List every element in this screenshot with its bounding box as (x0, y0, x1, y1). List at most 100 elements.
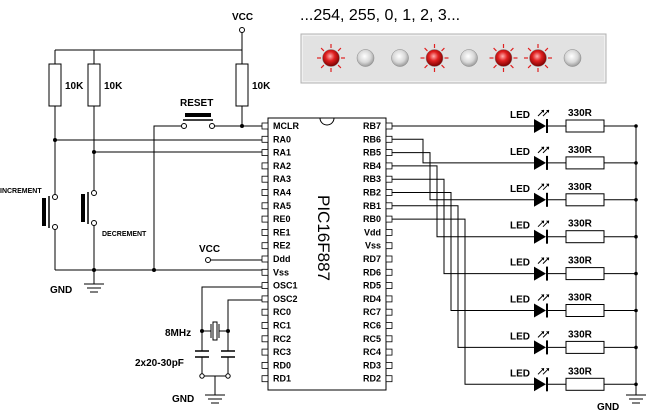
resistor-3-value: 10K (252, 81, 271, 92)
portb-led-channel: LED 330R (392, 165, 638, 244)
chip-pin-right: RC4 (363, 347, 393, 357)
chip-pin-right: RC5 (363, 334, 393, 344)
chip-pin-label: RB6 (363, 134, 381, 144)
chip-pin-label: RB4 (363, 161, 381, 171)
led-resistor-label: 330R (568, 182, 593, 193)
chip-pin-right: RD4 (363, 294, 393, 304)
chip-pin-right: RD7 (363, 254, 393, 264)
chip-pin-left: RD1 (261, 374, 291, 384)
chip-pin-label: RD7 (363, 254, 381, 264)
chip-pin-label: RC2 (273, 334, 291, 344)
gnd-right-label: GND (597, 402, 619, 410)
led-label: LED (510, 221, 530, 232)
chip-pin-right: RB7 (363, 121, 393, 131)
led-diode-symbol (534, 146, 550, 170)
chip-pin-label: RD6 (363, 267, 381, 277)
chip-pin-label: MCLR (273, 121, 299, 131)
cap-node-right (225, 373, 231, 379)
display-led-on (524, 44, 552, 72)
chip-pin-left: Ddd (261, 254, 291, 264)
led-label: LED (510, 331, 530, 342)
chip-pin-left: RC2 (261, 334, 291, 344)
led-display-panel (300, 33, 607, 84)
led-label: LED (510, 368, 530, 379)
led-diode-symbol (534, 109, 550, 133)
chip-pin-left: RD0 (261, 360, 291, 370)
vcc-mid-label: VCC (199, 244, 220, 255)
chip-pin-label: RA3 (273, 174, 291, 184)
chip-pin-label: RC3 (273, 347, 291, 357)
led-label: LED (510, 147, 530, 158)
vcc-top-label: VCC (232, 12, 253, 23)
chip-pin-label: RA2 (273, 161, 291, 171)
led-resistor-label: 330R (568, 293, 593, 304)
resistor-decrement-pullup (87, 63, 101, 107)
chip-pin-label: RA0 (273, 134, 291, 144)
gnd-left-label: GND (50, 285, 72, 296)
chip-pin-label: RC1 (273, 321, 291, 331)
portb-led-channel: LED 330R (392, 218, 638, 392)
chip-pin-left: OSC2 (261, 294, 298, 304)
gnd-bottom-symbol (205, 394, 225, 404)
portb-led-channel: LED 330R (392, 192, 638, 318)
chip-pin-left: RE1 (261, 227, 291, 237)
chip-pin-label: RA1 (273, 148, 291, 158)
led-resistor-label: 330R (568, 145, 593, 156)
display-led-off (356, 49, 375, 67)
reset-pushbutton (181, 113, 215, 129)
display-led-on (317, 44, 345, 72)
chip-pin-label: RD2 (363, 374, 381, 384)
chip-pin-left: RA3 (261, 174, 291, 184)
chip-pin-left: RC0 (261, 307, 291, 317)
chip-pin-label: RD5 (363, 281, 381, 291)
led-resistor (565, 377, 605, 391)
gnd-right-symbol (626, 394, 646, 404)
chip-pin-label: RD4 (363, 294, 381, 304)
chip-pin-label: RD0 (273, 360, 291, 370)
chip-pin-left: RA4 (261, 188, 291, 198)
decrement-label: DECREMENT (102, 231, 147, 238)
led-diode-symbol (534, 294, 550, 318)
chip-pin-label: RD1 (273, 374, 291, 384)
chip-pin-label: RB3 (363, 174, 381, 184)
chip-pin-left: RA5 (261, 201, 291, 211)
portb-led-channel: LED 330R (392, 138, 638, 170)
portb-led-channel: LED 330R (392, 178, 638, 281)
crystal-label: 8MHz (165, 328, 191, 339)
portb-led-channel: LED 330R (392, 205, 638, 355)
chip-pin-label: Ddd (273, 254, 291, 264)
chip-pin-right: RB5 (363, 148, 393, 158)
chip-pin-right: RB2 (363, 188, 393, 198)
chip-pin-label: RC5 (363, 334, 381, 344)
led-resistor (565, 230, 605, 244)
led-resistor (565, 119, 605, 133)
chip-name: PIC16F887 (314, 195, 333, 281)
led-resistor-label: 330R (568, 219, 593, 230)
display-led-off (460, 49, 478, 67)
gnd-bottom-label: GND (172, 394, 194, 405)
led-resistor (565, 156, 605, 170)
crystal-8mhz (202, 321, 228, 341)
chip-pin-left: RC1 (261, 321, 291, 331)
resistor-2-value: 10K (104, 81, 123, 92)
chip-pin-left: RA0 (261, 134, 291, 144)
chip-pin-label: RA4 (273, 188, 291, 198)
led-resistor (565, 193, 605, 207)
chip-pin-left: RE2 (261, 241, 291, 251)
chip-pin-label: RC0 (273, 307, 291, 317)
resistor-increment-pullup (48, 63, 62, 107)
chip-pin-label: RE1 (273, 227, 291, 237)
chip-pin-left: RA1 (261, 148, 291, 158)
led-resistor-label: 330R (568, 256, 593, 267)
chip-pin-right: RC7 (363, 307, 393, 317)
led-diode-symbol (534, 183, 550, 207)
portb-led-channel: LED 330R (392, 152, 638, 207)
chip-pin-label: OSC1 (273, 281, 298, 291)
led-label: LED (510, 184, 530, 195)
chip-pin-label: RB5 (363, 148, 381, 158)
chip-pin-label: RB1 (363, 201, 381, 211)
led-diode-symbol (534, 367, 550, 392)
chip-pin-right: Vss (365, 241, 393, 251)
led-resistor (565, 304, 605, 317)
chip-pin-label: OSC2 (273, 294, 298, 304)
